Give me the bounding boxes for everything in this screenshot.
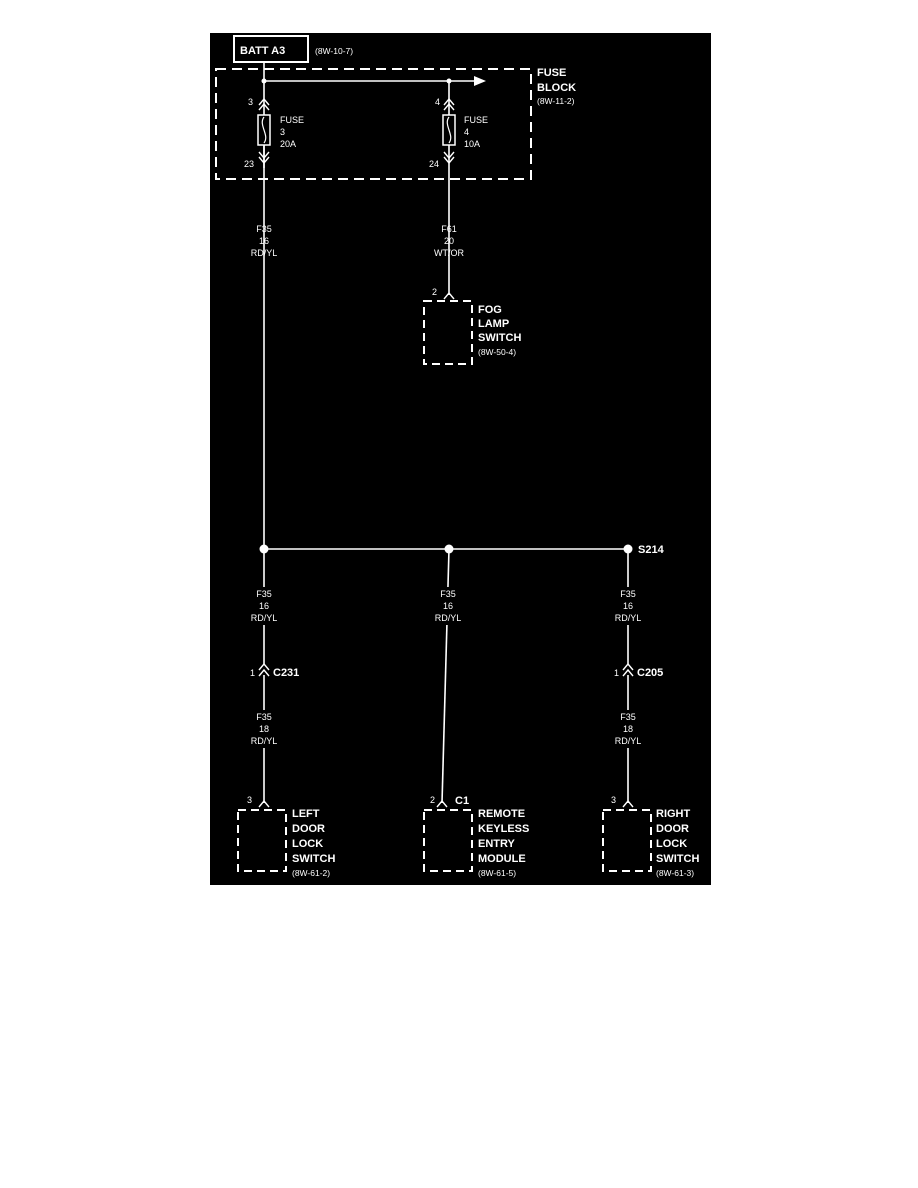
svg-text:LOCK: LOCK [292, 838, 323, 850]
rke-module-body [423, 809, 473, 872]
fuse4-pin-out: 24 [429, 159, 439, 169]
svg-text:RD/YL: RD/YL [435, 613, 462, 623]
svg-text:(8W-61-3): (8W-61-3) [656, 868, 694, 878]
svg-text:RD/YL: RD/YL [251, 736, 278, 746]
svg-text:20: 20 [444, 236, 454, 246]
svg-text:LEFT: LEFT [292, 808, 320, 820]
fuse4-number: 4 [464, 127, 469, 137]
fuse4-pin-in: 4 [435, 97, 440, 107]
fog-switch-connector-icon [443, 291, 455, 300]
fuse-block-ref: (8W-11-2) [537, 96, 575, 106]
wire-label-right-upper: F35 16 RD/YL [612, 587, 644, 625]
connector-c231: 1 C231 [250, 662, 299, 679]
svg-text:16: 16 [623, 601, 633, 611]
fuse3-word: FUSE [280, 115, 304, 125]
wire-label-left-lower: F35 18 RD/YL [248, 710, 280, 748]
connector-c205: 1 C205 [614, 662, 663, 679]
svg-text:2: 2 [430, 795, 435, 805]
right-switch-connector-icon [622, 799, 634, 808]
svg-text:1: 1 [614, 668, 619, 678]
svg-text:DOOR: DOOR [656, 823, 689, 835]
fuse3-pin-in: 3 [248, 97, 253, 107]
svg-text:F35: F35 [256, 224, 272, 234]
svg-text:F35: F35 [620, 589, 636, 599]
svg-text:C1: C1 [455, 795, 469, 807]
svg-text:C205: C205 [637, 667, 663, 679]
svg-text:SWITCH: SWITCH [656, 853, 699, 865]
diagram-background [210, 33, 711, 885]
fuse-block-label-line1: FUSE [537, 67, 566, 79]
fuse-3: 3 FUSE 3 20A 23 [244, 97, 304, 169]
splice-s214-label: S214 [638, 544, 665, 556]
fuse3-in-connector-icon [258, 97, 270, 111]
svg-text:(8W-61-5): (8W-61-5) [478, 868, 516, 878]
svg-text:RD/YL: RD/YL [615, 736, 642, 746]
remote-keyless-entry-module: 2 C1 REMOTE KEYLESS ENTRY MODULE (8W-61-… [423, 795, 529, 878]
left-switch-body [237, 809, 287, 872]
fog-switch-body [423, 300, 473, 365]
svg-text:SWITCH: SWITCH [478, 332, 521, 344]
svg-text:18: 18 [623, 724, 633, 734]
svg-text:FOG: FOG [478, 304, 502, 316]
svg-text:MODULE: MODULE [478, 853, 526, 865]
svg-text:RD/YL: RD/YL [251, 248, 278, 258]
fuse-block-label-line2: BLOCK [537, 82, 576, 94]
fuse4-rating: 10A [464, 139, 480, 149]
svg-text:F35: F35 [256, 712, 272, 722]
right-door-lock-switch: 3 RIGHT DOOR LOCK SWITCH (8W-61-3) [602, 795, 699, 878]
svg-text:C231: C231 [273, 667, 299, 679]
wire-label-mid: F35 16 RD/YL [432, 587, 464, 625]
svg-text:16: 16 [259, 236, 269, 246]
svg-text:16: 16 [443, 601, 453, 611]
fuse3-pin-out: 23 [244, 159, 254, 169]
right-switch-body [602, 809, 652, 872]
svg-text:RIGHT: RIGHT [656, 808, 691, 820]
fuse4-out-connector-icon [443, 151, 455, 165]
svg-text:F35: F35 [440, 589, 456, 599]
svg-text:F61: F61 [441, 224, 457, 234]
left-switch-connector-icon [258, 799, 270, 808]
wire-label-f61: F61 20 WT/OR [434, 224, 464, 258]
fuse4-in-connector-icon [443, 97, 455, 111]
wiring-diagram: BATT A3 (8W-10-7) FUSE BLOCK (8W-11-2) [210, 33, 711, 885]
fog-lamp-switch: 2 FOG LAMP SWITCH (8W-50-4) [423, 287, 521, 365]
svg-text:KEYLESS: KEYLESS [478, 823, 529, 835]
svg-text:(8W-50-4): (8W-50-4) [478, 347, 516, 357]
svg-text:LAMP: LAMP [478, 318, 509, 330]
svg-text:(8W-61-2): (8W-61-2) [292, 868, 330, 878]
svg-text:16: 16 [259, 601, 269, 611]
svg-text:1: 1 [250, 668, 255, 678]
svg-text:RD/YL: RD/YL [251, 613, 278, 623]
fog-lamp-switch-pin: 2 [432, 287, 437, 297]
c231-connector-icon [258, 662, 270, 677]
fuse-block: FUSE BLOCK (8W-11-2) [215, 67, 576, 180]
svg-text:LOCK: LOCK [656, 838, 687, 850]
svg-text:SWITCH: SWITCH [292, 853, 335, 865]
svg-text:RD/YL: RD/YL [615, 613, 642, 623]
svg-text:ENTRY: ENTRY [478, 838, 516, 850]
svg-text:DOOR: DOOR [292, 823, 325, 835]
rke-connector-icon [436, 799, 448, 808]
svg-text:18: 18 [259, 724, 269, 734]
wire-label-left-upper: F35 16 RD/YL [248, 587, 280, 625]
fuse4-body-icon [442, 114, 456, 146]
batt-ref: (8W-10-7) [315, 46, 353, 56]
junction-dots [259, 78, 633, 554]
svg-text:3: 3 [247, 795, 252, 805]
svg-text:F35: F35 [620, 712, 636, 722]
fuse3-rating: 20A [280, 139, 296, 149]
wire-label-f35-top: F35 16 RD/YL [251, 224, 278, 258]
batt-label: BATT A3 [240, 45, 285, 57]
svg-text:WT/OR: WT/OR [434, 248, 464, 258]
fuse-4: 4 FUSE 4 10A 24 [429, 97, 488, 169]
fuse3-number: 3 [280, 127, 285, 137]
svg-text:F35: F35 [256, 589, 272, 599]
svg-text:REMOTE: REMOTE [478, 808, 525, 820]
svg-text:3: 3 [611, 795, 616, 805]
left-door-lock-switch: 3 LEFT DOOR LOCK SWITCH (8W-61-2) [237, 795, 335, 878]
fuse4-word: FUSE [464, 115, 488, 125]
batt-a3-source: BATT A3 (8W-10-7) [233, 35, 353, 63]
c205-connector-icon [622, 662, 634, 677]
wire-label-right-lower: F35 18 RD/YL [612, 710, 644, 748]
